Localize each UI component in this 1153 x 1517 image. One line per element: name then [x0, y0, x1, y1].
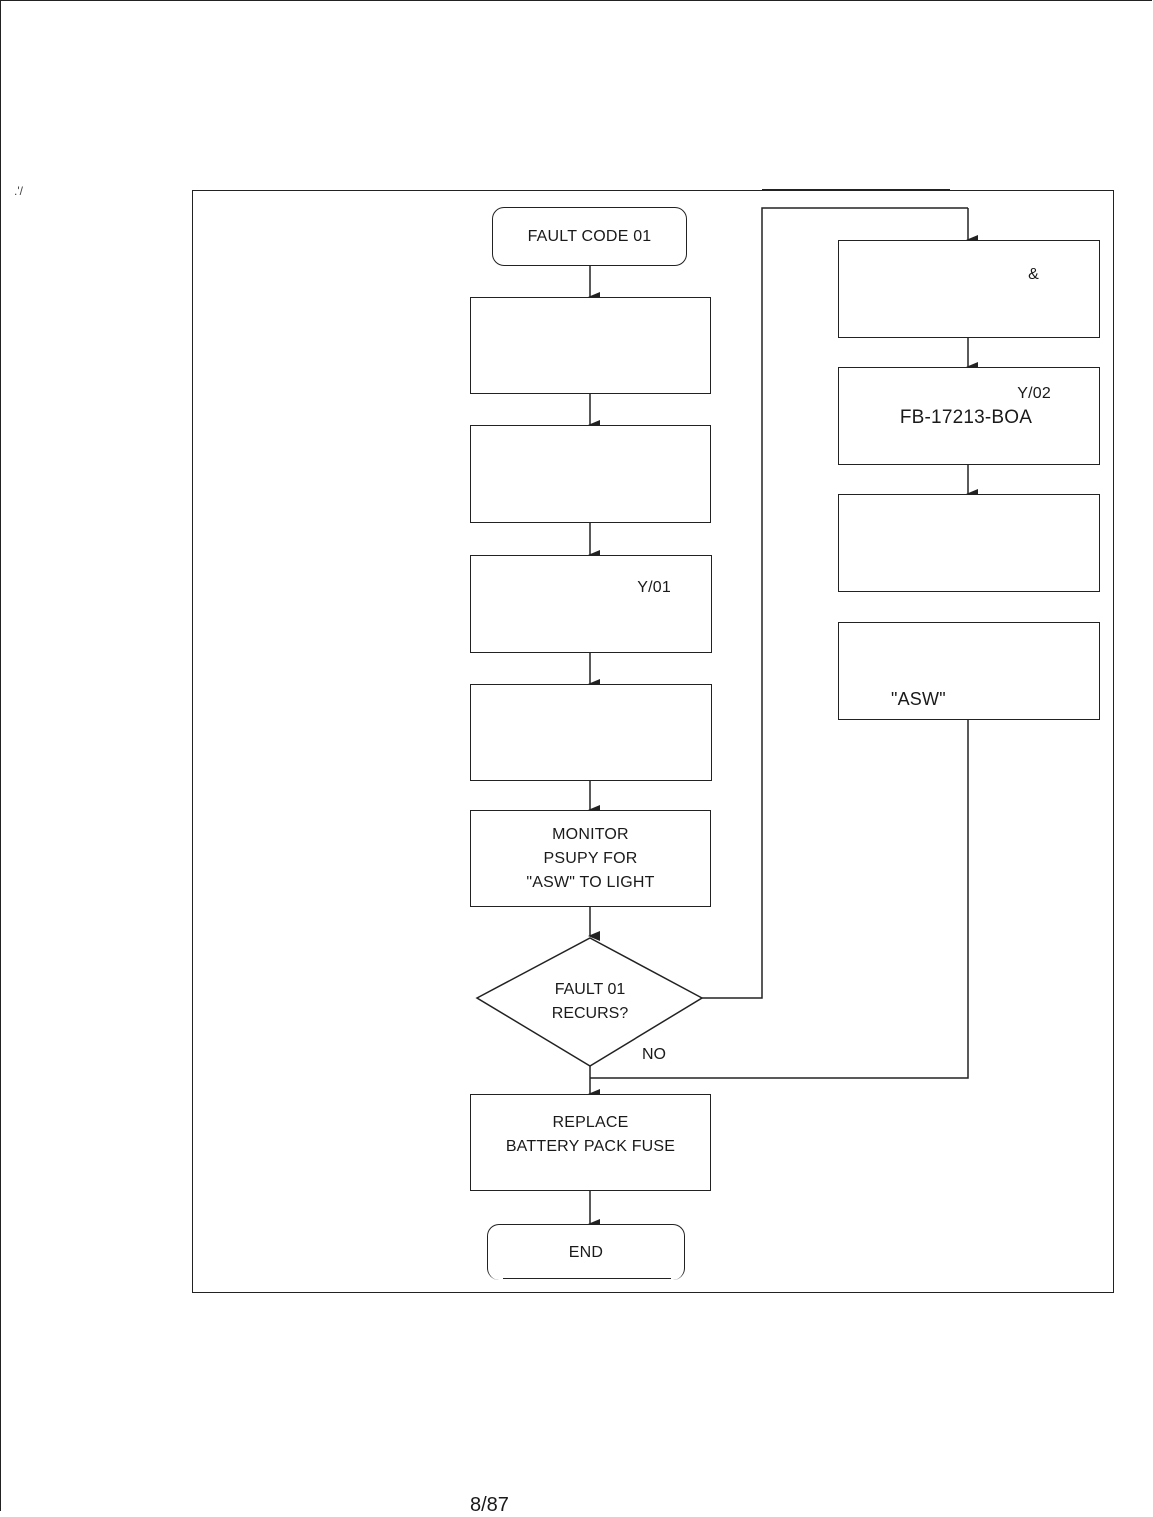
right-2-line-1: Y/02	[1017, 385, 1051, 402]
process-step-4	[470, 684, 712, 781]
flowchart-frame	[192, 190, 1114, 1293]
start-terminal: FAULT CODE 01	[492, 207, 687, 266]
decision-no-label: NO	[642, 1046, 666, 1063]
replace-step: REPLACE BATTERY PACK FUSE	[470, 1094, 711, 1191]
right-step-2: Y/02 FB-17213-BOA	[838, 367, 1100, 465]
step-5-line-3: "ASW" TO LIGHT	[526, 873, 655, 891]
step-5-line-1: MONITOR	[552, 825, 629, 843]
start-label: FAULT CODE 01	[527, 227, 652, 245]
process-step-5: MONITOR PSUPY FOR "ASW" TO LIGHT	[470, 810, 711, 907]
decision-label: FAULT 01 RECURS?	[510, 978, 670, 1026]
page-footer-date: 8/87	[470, 1494, 509, 1516]
right-step-3	[838, 494, 1100, 592]
process-step-2	[470, 425, 711, 523]
right-2-line-2: FB-17213-BOA	[899, 407, 1033, 428]
decision-line-2: RECURS?	[551, 1005, 629, 1022]
connector-decision-yes-branch	[702, 207, 968, 999]
end-terminal: END	[487, 1224, 685, 1280]
end-label: END	[568, 1243, 604, 1261]
replace-line-2: BATTERY PACK FUSE	[505, 1138, 676, 1155]
replace-line-1: REPLACE	[552, 1114, 629, 1131]
right-step-4: "ASW"	[838, 622, 1100, 720]
decision-diamond	[475, 937, 704, 1067]
decision-line-1: FAULT 01	[554, 981, 626, 998]
right-step-1: &	[838, 240, 1100, 338]
right-1-text: &	[1028, 266, 1039, 283]
right-4-text: "ASW"	[891, 689, 946, 709]
stray-mark: .'/	[14, 184, 23, 198]
connector-right4-return	[590, 720, 969, 1079]
step-5-line-2: PSUPY FOR	[543, 849, 638, 867]
process-step-3: Y/01	[470, 555, 712, 653]
step-3-text: Y/01	[637, 579, 671, 596]
end-underline	[503, 1278, 671, 1279]
process-step-1	[470, 297, 711, 394]
